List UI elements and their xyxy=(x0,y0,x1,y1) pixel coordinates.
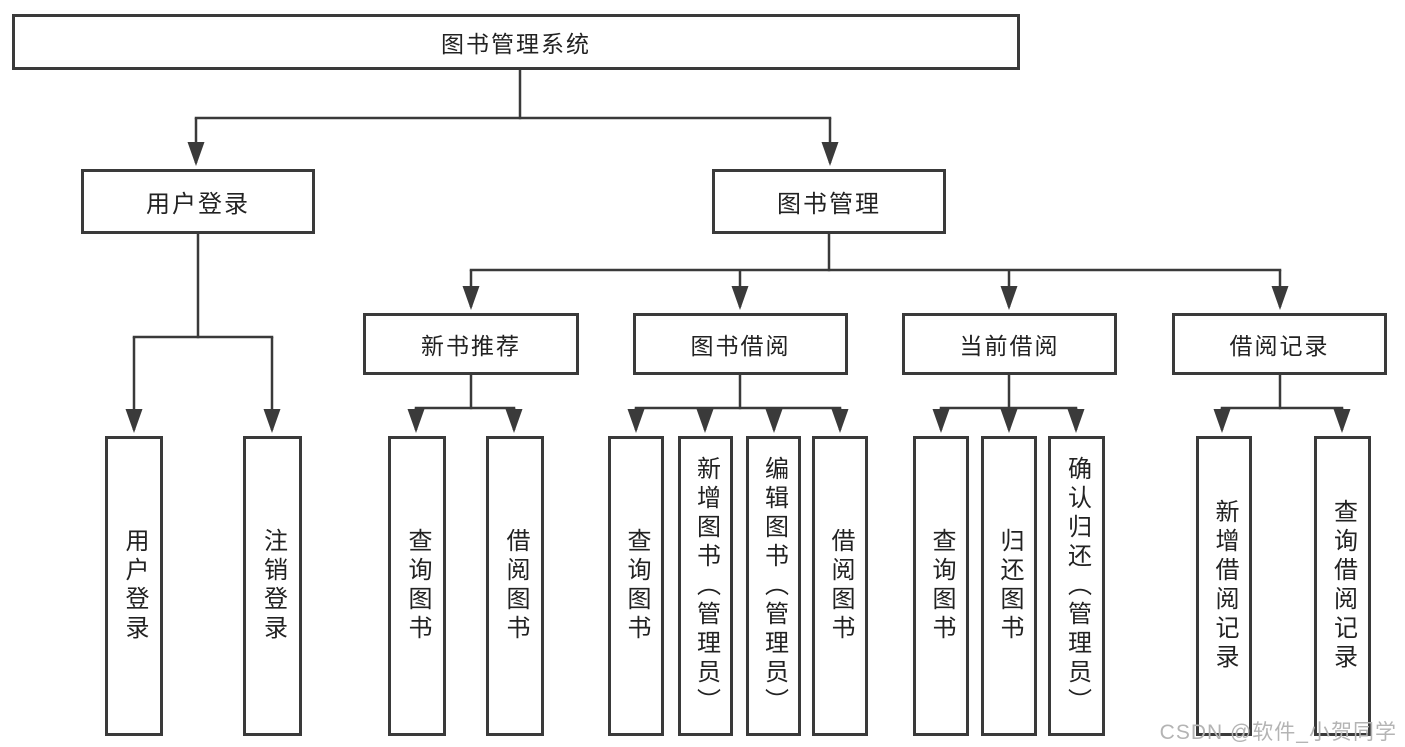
leaf-logout: 注销登录 xyxy=(243,436,302,736)
node-current-borrow: 当前借阅 xyxy=(902,313,1117,375)
leaf-record-query-record: 查询借阅记录 xyxy=(1314,436,1371,736)
leaf-borrow-add-book-admin: 新增图书（管理员） xyxy=(678,436,733,736)
leaf-borrow-query-books: 查询图书 xyxy=(608,436,664,736)
leaf-newrec-query-books: 查询图书 xyxy=(388,436,446,736)
leaf-borrow-borrow-books: 借阅图书 xyxy=(812,436,868,736)
node-book-management: 图书管理 xyxy=(712,169,946,234)
leaf-current-return-books: 归还图书 xyxy=(981,436,1037,736)
connector-root-fork xyxy=(187,67,839,166)
connector-book-mgmt-fork xyxy=(462,231,1289,310)
csdn-watermark: CSDN @软件_小贺同学 xyxy=(1159,721,1397,744)
connector-borrow-fork xyxy=(627,372,849,433)
connector-new-book-fork xyxy=(407,372,523,433)
leaf-user-login: 用户登录 xyxy=(105,436,163,736)
node-new-book-recommend: 新书推荐 xyxy=(363,313,579,375)
connector-user-login-fork xyxy=(125,231,281,433)
connector-record-fork xyxy=(1213,372,1351,433)
node-system-root: 图书管理系统 xyxy=(12,14,1020,70)
leaf-current-confirm-return-admin: 确认归还（管理员） xyxy=(1048,436,1105,736)
leaf-record-add-record: 新增借阅记录 xyxy=(1196,436,1252,736)
leaf-newrec-borrow-books: 借阅图书 xyxy=(486,436,544,736)
node-user-login: 用户登录 xyxy=(81,169,315,234)
node-borrow-records: 借阅记录 xyxy=(1172,313,1387,375)
leaf-borrow-edit-book-admin: 编辑图书（管理员） xyxy=(746,436,801,736)
node-book-borrow: 图书借阅 xyxy=(633,313,848,375)
leaf-current-query-books: 查询图书 xyxy=(913,436,969,736)
connector-current-fork xyxy=(932,372,1085,433)
